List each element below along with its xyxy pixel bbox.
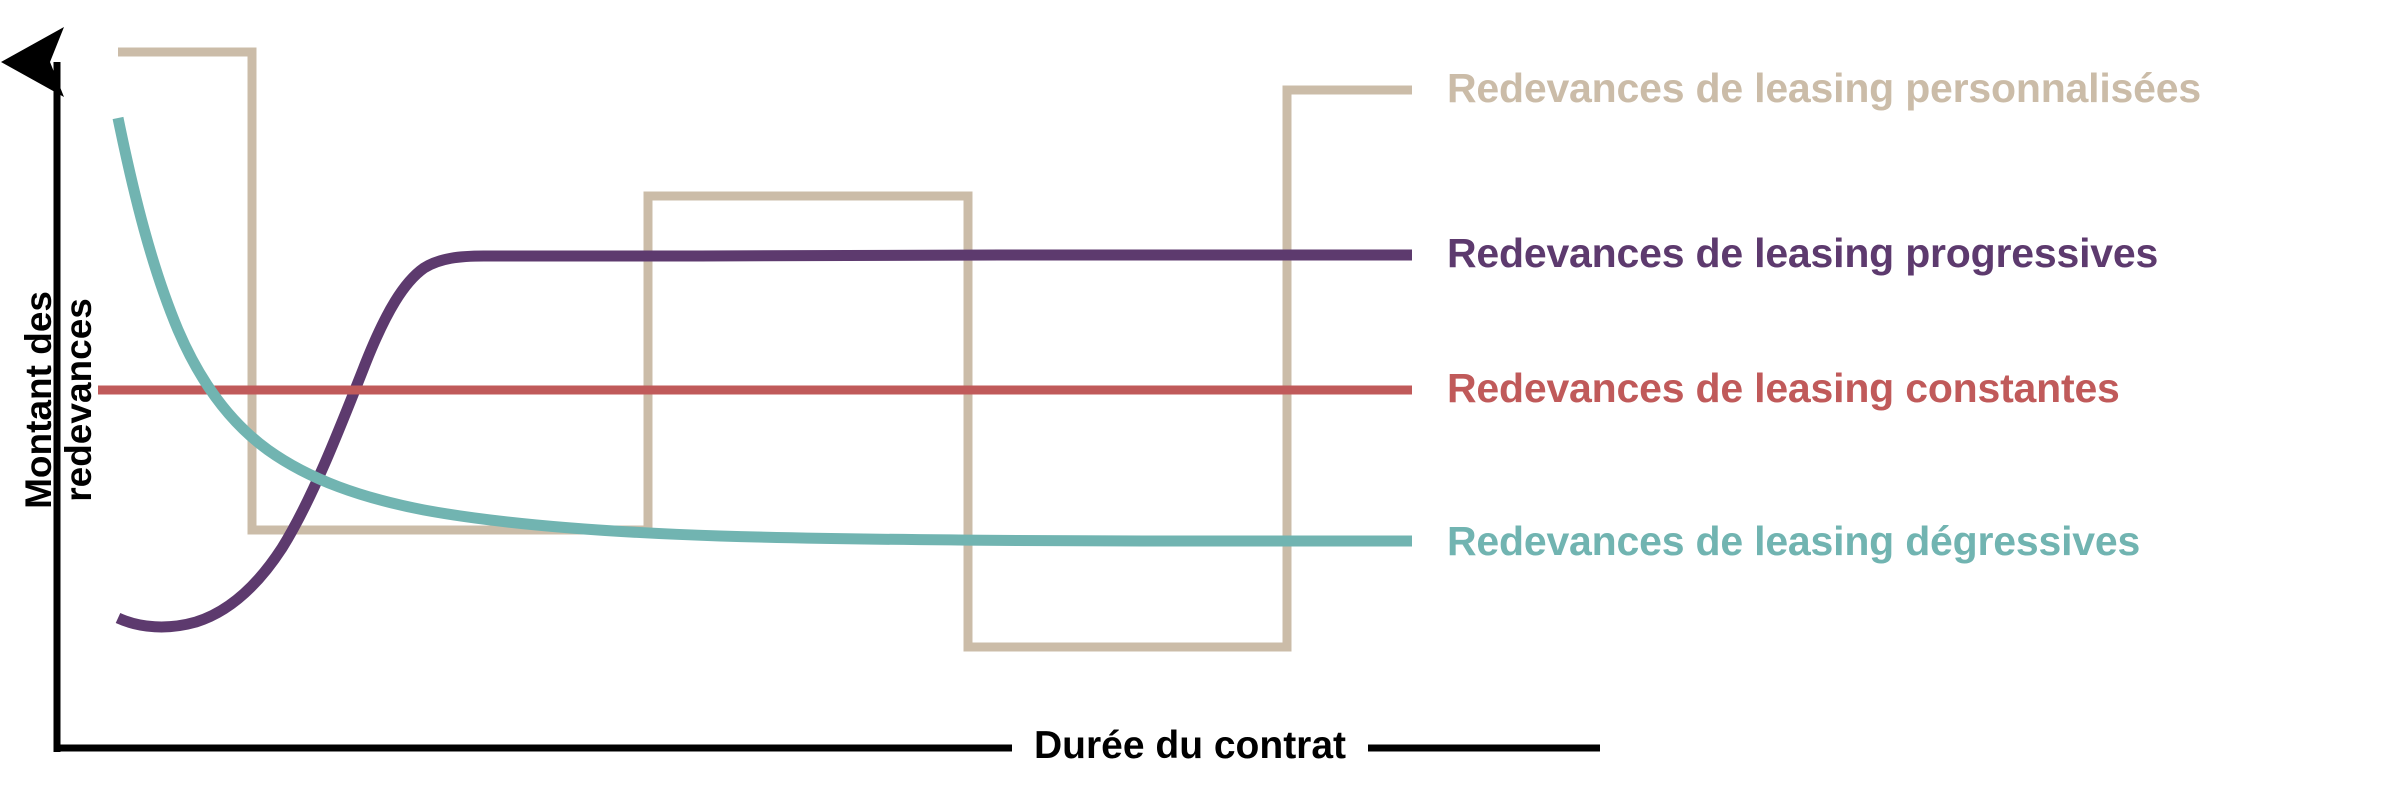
legend-item-personnalisees[interactable]: Redevances de leasing personnalisées bbox=[1447, 65, 2201, 111]
legend-item-degressives[interactable]: Redevances de leasing dégressives bbox=[1447, 518, 2141, 564]
legend-item-progressives[interactable]: Redevances de leasing progressives bbox=[1447, 230, 2159, 276]
y-axis-label-line1: Montant des bbox=[18, 291, 60, 509]
y-axis-label: Montant des redevances bbox=[18, 255, 99, 545]
legend-item-constantes[interactable]: Redevances de leasing constantes bbox=[1447, 365, 2120, 411]
series-line-progressives bbox=[115, 249, 1412, 633]
y-axis-label-line2: redevances bbox=[58, 298, 99, 502]
series-line-personnalisees bbox=[118, 47, 1412, 652]
x-axis-label: Durée du contrat bbox=[1012, 724, 1369, 768]
series-line-degressives bbox=[112, 116, 1412, 547]
